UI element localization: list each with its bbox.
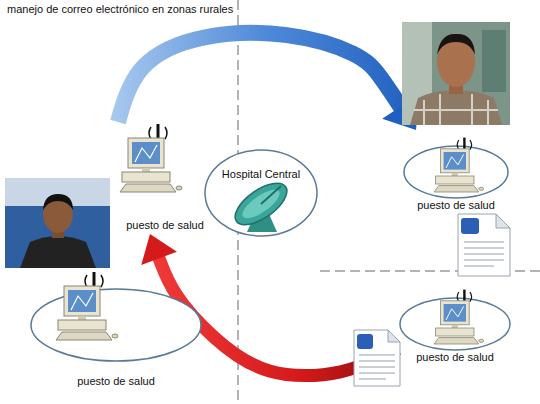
mouse	[479, 339, 484, 342]
document-icon	[458, 214, 510, 276]
document-icon	[354, 330, 400, 386]
monitor-stand	[78, 316, 86, 320]
photo-background	[5, 178, 110, 268]
document-lines	[359, 355, 395, 379]
computer-icon	[56, 272, 118, 340]
node-label: puesto de salud	[417, 199, 495, 212]
arrow-head	[141, 234, 177, 265]
ellipse-outline	[31, 289, 201, 361]
station-ellipse: puesto de salud	[398, 280, 512, 366]
screen	[444, 152, 466, 170]
keyboard	[434, 186, 479, 192]
screen	[444, 304, 466, 322]
photo-door	[482, 30, 506, 92]
station-ellipse: puesto de salud	[28, 270, 204, 390]
monitor	[128, 138, 164, 168]
signal-waves	[149, 127, 167, 139]
ellipse-outline	[404, 146, 508, 198]
node-outline	[203, 148, 319, 238]
station-ellipse: Hospital Central	[203, 148, 319, 238]
photo-shirt	[20, 236, 96, 268]
screen	[68, 290, 96, 312]
photo-hair	[437, 34, 475, 55]
computer-icon	[120, 124, 182, 192]
computer-case	[436, 176, 474, 184]
monitor-stand	[452, 325, 458, 328]
node-outline	[112, 122, 218, 234]
computer-icon	[434, 138, 484, 192]
screen-detail	[446, 306, 464, 320]
document-badge	[461, 218, 479, 234]
dish-bowl	[228, 175, 293, 232]
title-area: manejo de correo electrónico en zonas ru…	[5, 3, 235, 16]
monitor-stand	[142, 168, 150, 172]
keyboard	[120, 184, 176, 192]
photo-hair	[43, 194, 73, 210]
photo-shirt	[410, 91, 502, 125]
document-fold	[496, 214, 510, 228]
dish-feed	[261, 186, 281, 204]
keyboard	[56, 332, 112, 340]
arrow-body	[118, 33, 402, 122]
computer-case	[436, 328, 474, 336]
signal-waves	[457, 140, 471, 150]
photo-background	[402, 22, 510, 125]
keyboard	[434, 338, 479, 344]
document-page	[458, 214, 510, 276]
satellite-dish	[228, 175, 293, 232]
document-lines	[464, 242, 504, 266]
ellipse-outline	[400, 298, 510, 350]
dish-inner	[238, 185, 283, 223]
mouse	[479, 187, 484, 190]
monitor-stand	[452, 173, 458, 176]
monitor	[440, 149, 469, 173]
computer-case	[122, 172, 170, 182]
station-node: puesto de salud	[112, 122, 218, 234]
shirt-pattern	[414, 94, 498, 125]
screen-detail	[446, 154, 464, 168]
monitor	[64, 286, 100, 316]
screen-detail	[71, 293, 93, 310]
curved-arrow	[118, 33, 419, 130]
node-label: puesto de salud	[416, 351, 494, 364]
node-label: puesto de salud	[77, 375, 155, 388]
photo-face	[43, 195, 73, 233]
computer-icon	[434, 290, 484, 344]
person-photo	[402, 22, 510, 125]
monitor	[440, 301, 469, 325]
screen	[132, 142, 160, 164]
diagram-title: manejo de correo electrónico en zonas ru…	[5, 3, 235, 16]
ellipse-outline	[205, 150, 317, 236]
computer-case	[58, 320, 106, 330]
node-label: Hospital Central	[222, 168, 300, 181]
document-fold	[388, 330, 400, 342]
node-label: puesto de salud	[126, 219, 204, 232]
mouse	[176, 186, 182, 190]
node-outline	[28, 270, 204, 390]
signal-waves	[85, 275, 103, 287]
person-photo	[5, 178, 110, 268]
signal-waves	[457, 292, 471, 302]
document-badge	[357, 334, 373, 349]
screen-detail	[135, 145, 157, 162]
mouse	[112, 334, 118, 338]
document-page	[354, 330, 400, 386]
station-ellipse: puesto de salud	[400, 130, 512, 212]
